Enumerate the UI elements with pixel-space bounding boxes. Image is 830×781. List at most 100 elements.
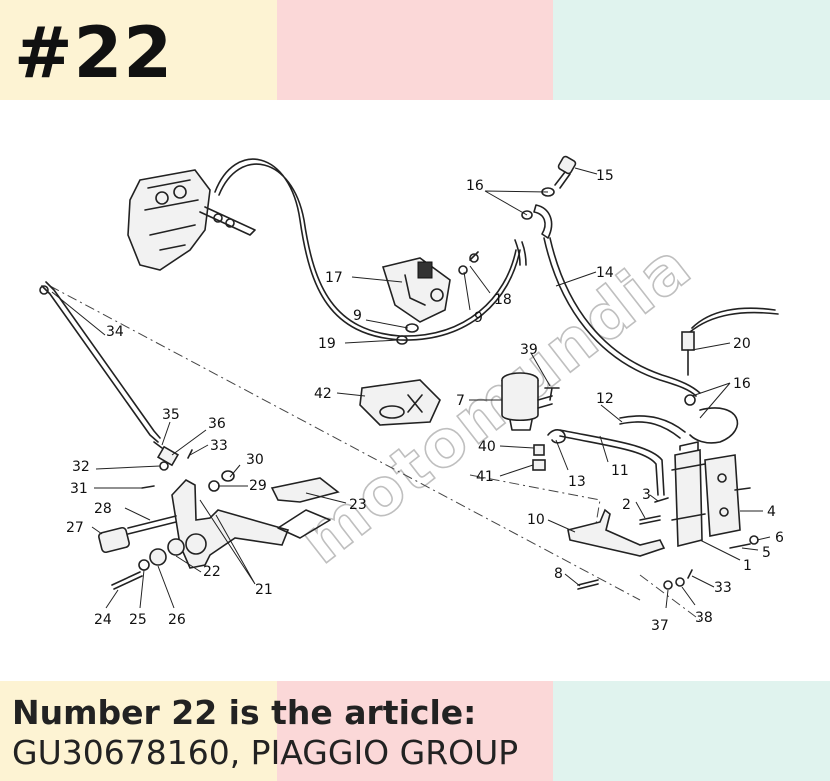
label-15: 15 bbox=[596, 168, 614, 184]
knob-27 bbox=[98, 526, 130, 554]
washer-38 bbox=[675, 577, 685, 587]
washer-16-right bbox=[684, 394, 696, 406]
sensor-20 bbox=[681, 307, 779, 376]
label-2: 2 bbox=[622, 497, 631, 513]
bolt-18 bbox=[458, 251, 479, 275]
footer-band-pink bbox=[277, 681, 553, 781]
guide-line-bottom bbox=[639, 574, 701, 621]
label-22: 22 bbox=[203, 564, 221, 580]
fluid-reservoir-7 bbox=[501, 372, 553, 431]
pressure-switch-17 bbox=[381, 257, 451, 323]
cotter-pin-33-right bbox=[687, 569, 693, 579]
label-10: 10 bbox=[527, 512, 545, 528]
label-37: 37 bbox=[651, 618, 669, 634]
brake-caliper bbox=[127, 169, 256, 271]
parts-diagram: motomundia bbox=[39, 155, 784, 634]
label-29: 29 bbox=[249, 478, 267, 494]
header-band-yellow bbox=[0, 0, 277, 100]
label-13: 13 bbox=[568, 474, 586, 490]
grommet-40 bbox=[533, 444, 545, 456]
label-33-right: 33 bbox=[714, 580, 732, 596]
label-16-top: 16 bbox=[466, 178, 484, 194]
label-21: 21 bbox=[255, 582, 273, 598]
label-6: 6 bbox=[775, 530, 784, 546]
screw-2 bbox=[639, 515, 661, 525]
footer-band-mint bbox=[553, 681, 830, 781]
header-band-pink bbox=[277, 0, 553, 100]
label-40: 40 bbox=[478, 439, 496, 455]
clevis-36 bbox=[156, 445, 180, 467]
spacer-30 bbox=[221, 470, 235, 482]
cotter-pin-33-left bbox=[187, 449, 193, 459]
label-16-right: 16 bbox=[733, 376, 751, 392]
label-24: 24 bbox=[94, 612, 112, 628]
hose-clip-13 bbox=[547, 429, 566, 444]
label-41: 41 bbox=[476, 469, 494, 485]
screw-8 bbox=[577, 579, 599, 590]
label-31: 31 bbox=[70, 481, 88, 497]
label-9-right: 9 bbox=[474, 310, 483, 326]
label-1: 1 bbox=[743, 558, 752, 574]
washer-6 bbox=[749, 535, 759, 545]
label-38: 38 bbox=[695, 610, 713, 626]
label-42: 42 bbox=[314, 386, 332, 402]
label-27: 27 bbox=[66, 520, 84, 536]
screw-3 bbox=[654, 497, 669, 503]
label-18: 18 bbox=[494, 292, 512, 308]
footer-band-yellow bbox=[0, 681, 277, 781]
article-code-and-brand: GU30678160, PIAGGIO GROUP bbox=[12, 733, 519, 772]
hose-end-left bbox=[514, 239, 527, 266]
watermark-text: motomundia bbox=[287, 228, 706, 578]
label-30: 30 bbox=[246, 452, 264, 468]
spacer-41 bbox=[532, 459, 546, 471]
guide-line-left bbox=[49, 285, 641, 601]
pedal-pad-arm bbox=[277, 509, 331, 539]
label-28: 28 bbox=[94, 501, 112, 517]
brake-rod-34 bbox=[41, 281, 161, 443]
label-33-left: 33 bbox=[210, 438, 228, 454]
bolt-24 bbox=[111, 571, 143, 590]
part-labels: 16 15 14 17 18 9 9 19 39 20 16 42 7 12 4… bbox=[66, 168, 784, 634]
header-color-band bbox=[0, 0, 830, 100]
brake-pedal-assembly bbox=[171, 478, 290, 569]
hose-11 bbox=[559, 429, 665, 496]
label-35: 35 bbox=[162, 407, 180, 423]
label-12: 12 bbox=[596, 391, 614, 407]
screw-5 bbox=[729, 543, 751, 549]
label-20: 20 bbox=[733, 336, 751, 352]
label-7: 7 bbox=[456, 393, 465, 409]
banjo-bolt-15 bbox=[554, 155, 577, 189]
label-14: 14 bbox=[596, 265, 614, 281]
washer-29 bbox=[208, 480, 220, 492]
hose-16-loop bbox=[689, 407, 739, 444]
label-5: 5 bbox=[762, 545, 771, 561]
label-19: 19 bbox=[318, 336, 336, 352]
screw-39 bbox=[544, 387, 560, 401]
pushrod-lever-10 bbox=[567, 508, 666, 557]
label-9-left: 9 bbox=[353, 308, 362, 324]
guide-line-right bbox=[469, 474, 601, 531]
label-32: 32 bbox=[72, 459, 90, 475]
pivot-pin-28 bbox=[127, 515, 177, 535]
label-25: 25 bbox=[129, 612, 147, 628]
leader-lines bbox=[51, 167, 771, 609]
brake-hose-upper bbox=[214, 158, 521, 341]
page-title: #22 bbox=[14, 12, 174, 94]
pin-35 bbox=[153, 441, 163, 449]
label-26: 26 bbox=[168, 612, 186, 628]
article-caption-heading: Number 22 is the article: bbox=[12, 693, 477, 732]
label-34: 34 bbox=[106, 324, 124, 340]
label-36: 36 bbox=[208, 416, 226, 432]
screw-31 bbox=[141, 485, 155, 489]
label-8: 8 bbox=[554, 566, 563, 582]
label-39: 39 bbox=[520, 342, 538, 358]
label-4: 4 bbox=[767, 504, 776, 520]
washer-32 bbox=[159, 461, 169, 471]
bracket-4 bbox=[704, 454, 751, 537]
label-23: 23 bbox=[349, 497, 367, 513]
pedal-pad-23 bbox=[270, 477, 340, 503]
master-cylinder-1 bbox=[671, 441, 706, 548]
label-17: 17 bbox=[325, 270, 343, 286]
washer-16-lower bbox=[521, 210, 533, 220]
label-3: 3 bbox=[642, 487, 651, 503]
